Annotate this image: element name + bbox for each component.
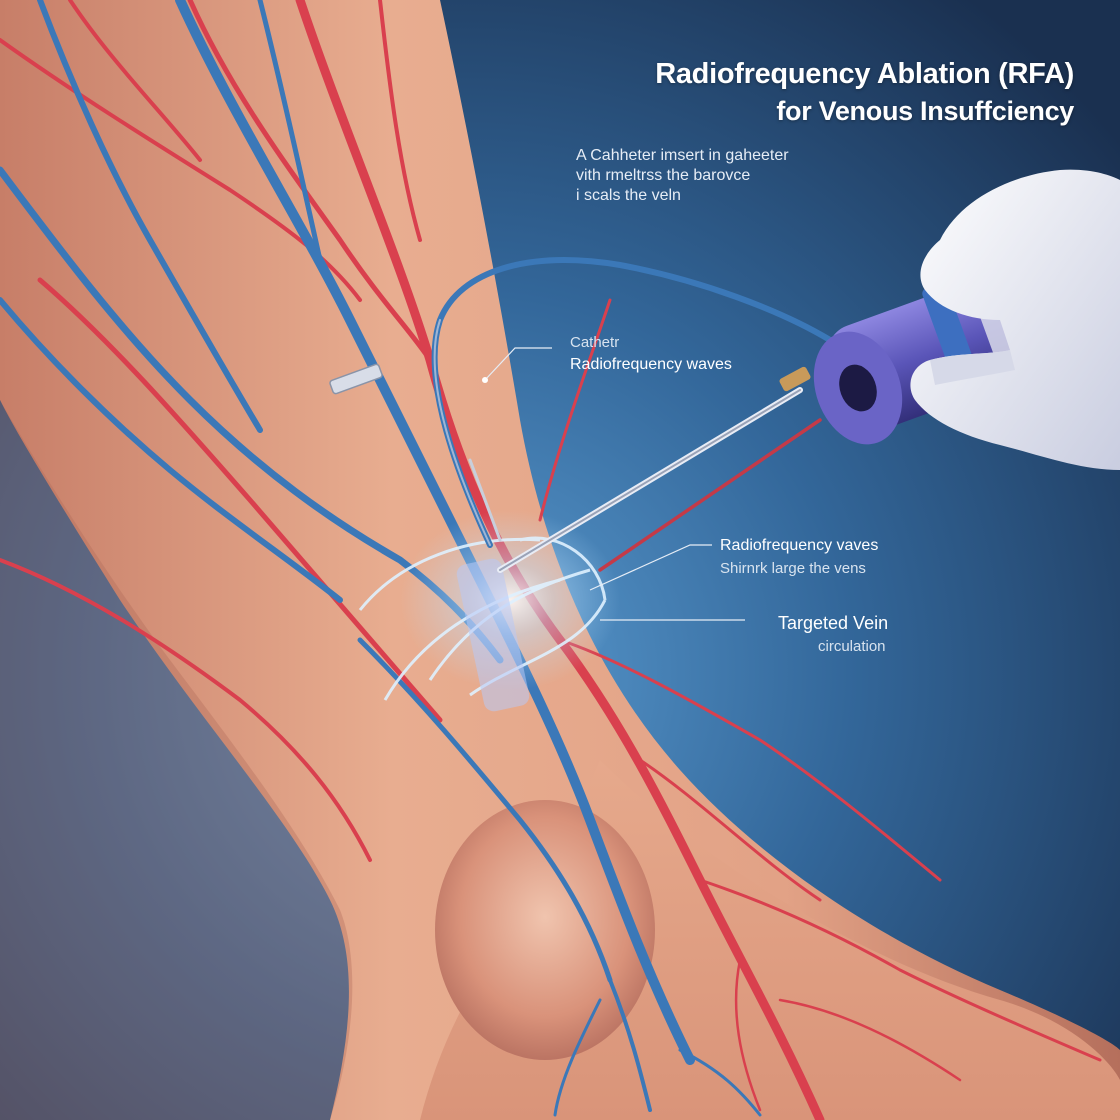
catheter-clip (329, 363, 383, 395)
catheter-sublabel: Radiofrequency waves (570, 356, 732, 373)
rf-glow (400, 510, 620, 690)
rf-waves-label: Radiofrequency vaves (720, 537, 879, 554)
leg-shadow (0, 400, 353, 1120)
leader-lines (484, 347, 745, 621)
description-line: A Cahheter imsert in gaheeter (576, 147, 789, 164)
page-title: Radiofrequency Ablation (RFA) (655, 58, 1074, 90)
procedure-description: A Cahheter imsert in gaheeter vith rmelt… (576, 146, 789, 206)
gloved-hand-icon (910, 169, 1120, 471)
ankle (435, 800, 655, 1060)
catheter-sheath (456, 558, 530, 712)
catheter-connector (779, 366, 811, 392)
catheter (431, 257, 833, 573)
targeted-vein-sublabel: circulation (818, 638, 886, 655)
rf-waves-sublabel: Shirnrk large the vens (720, 560, 866, 577)
targeted-vein-label: Targeted Vein (778, 613, 889, 633)
page-subtitle: for Venous Insuffciency (776, 96, 1074, 126)
catheter-label: Cathetr (570, 334, 620, 351)
description-line: vith rmeltrss the barovce (576, 167, 751, 184)
catheter-marker (482, 377, 488, 383)
description-line: i scals the veln (576, 187, 681, 204)
